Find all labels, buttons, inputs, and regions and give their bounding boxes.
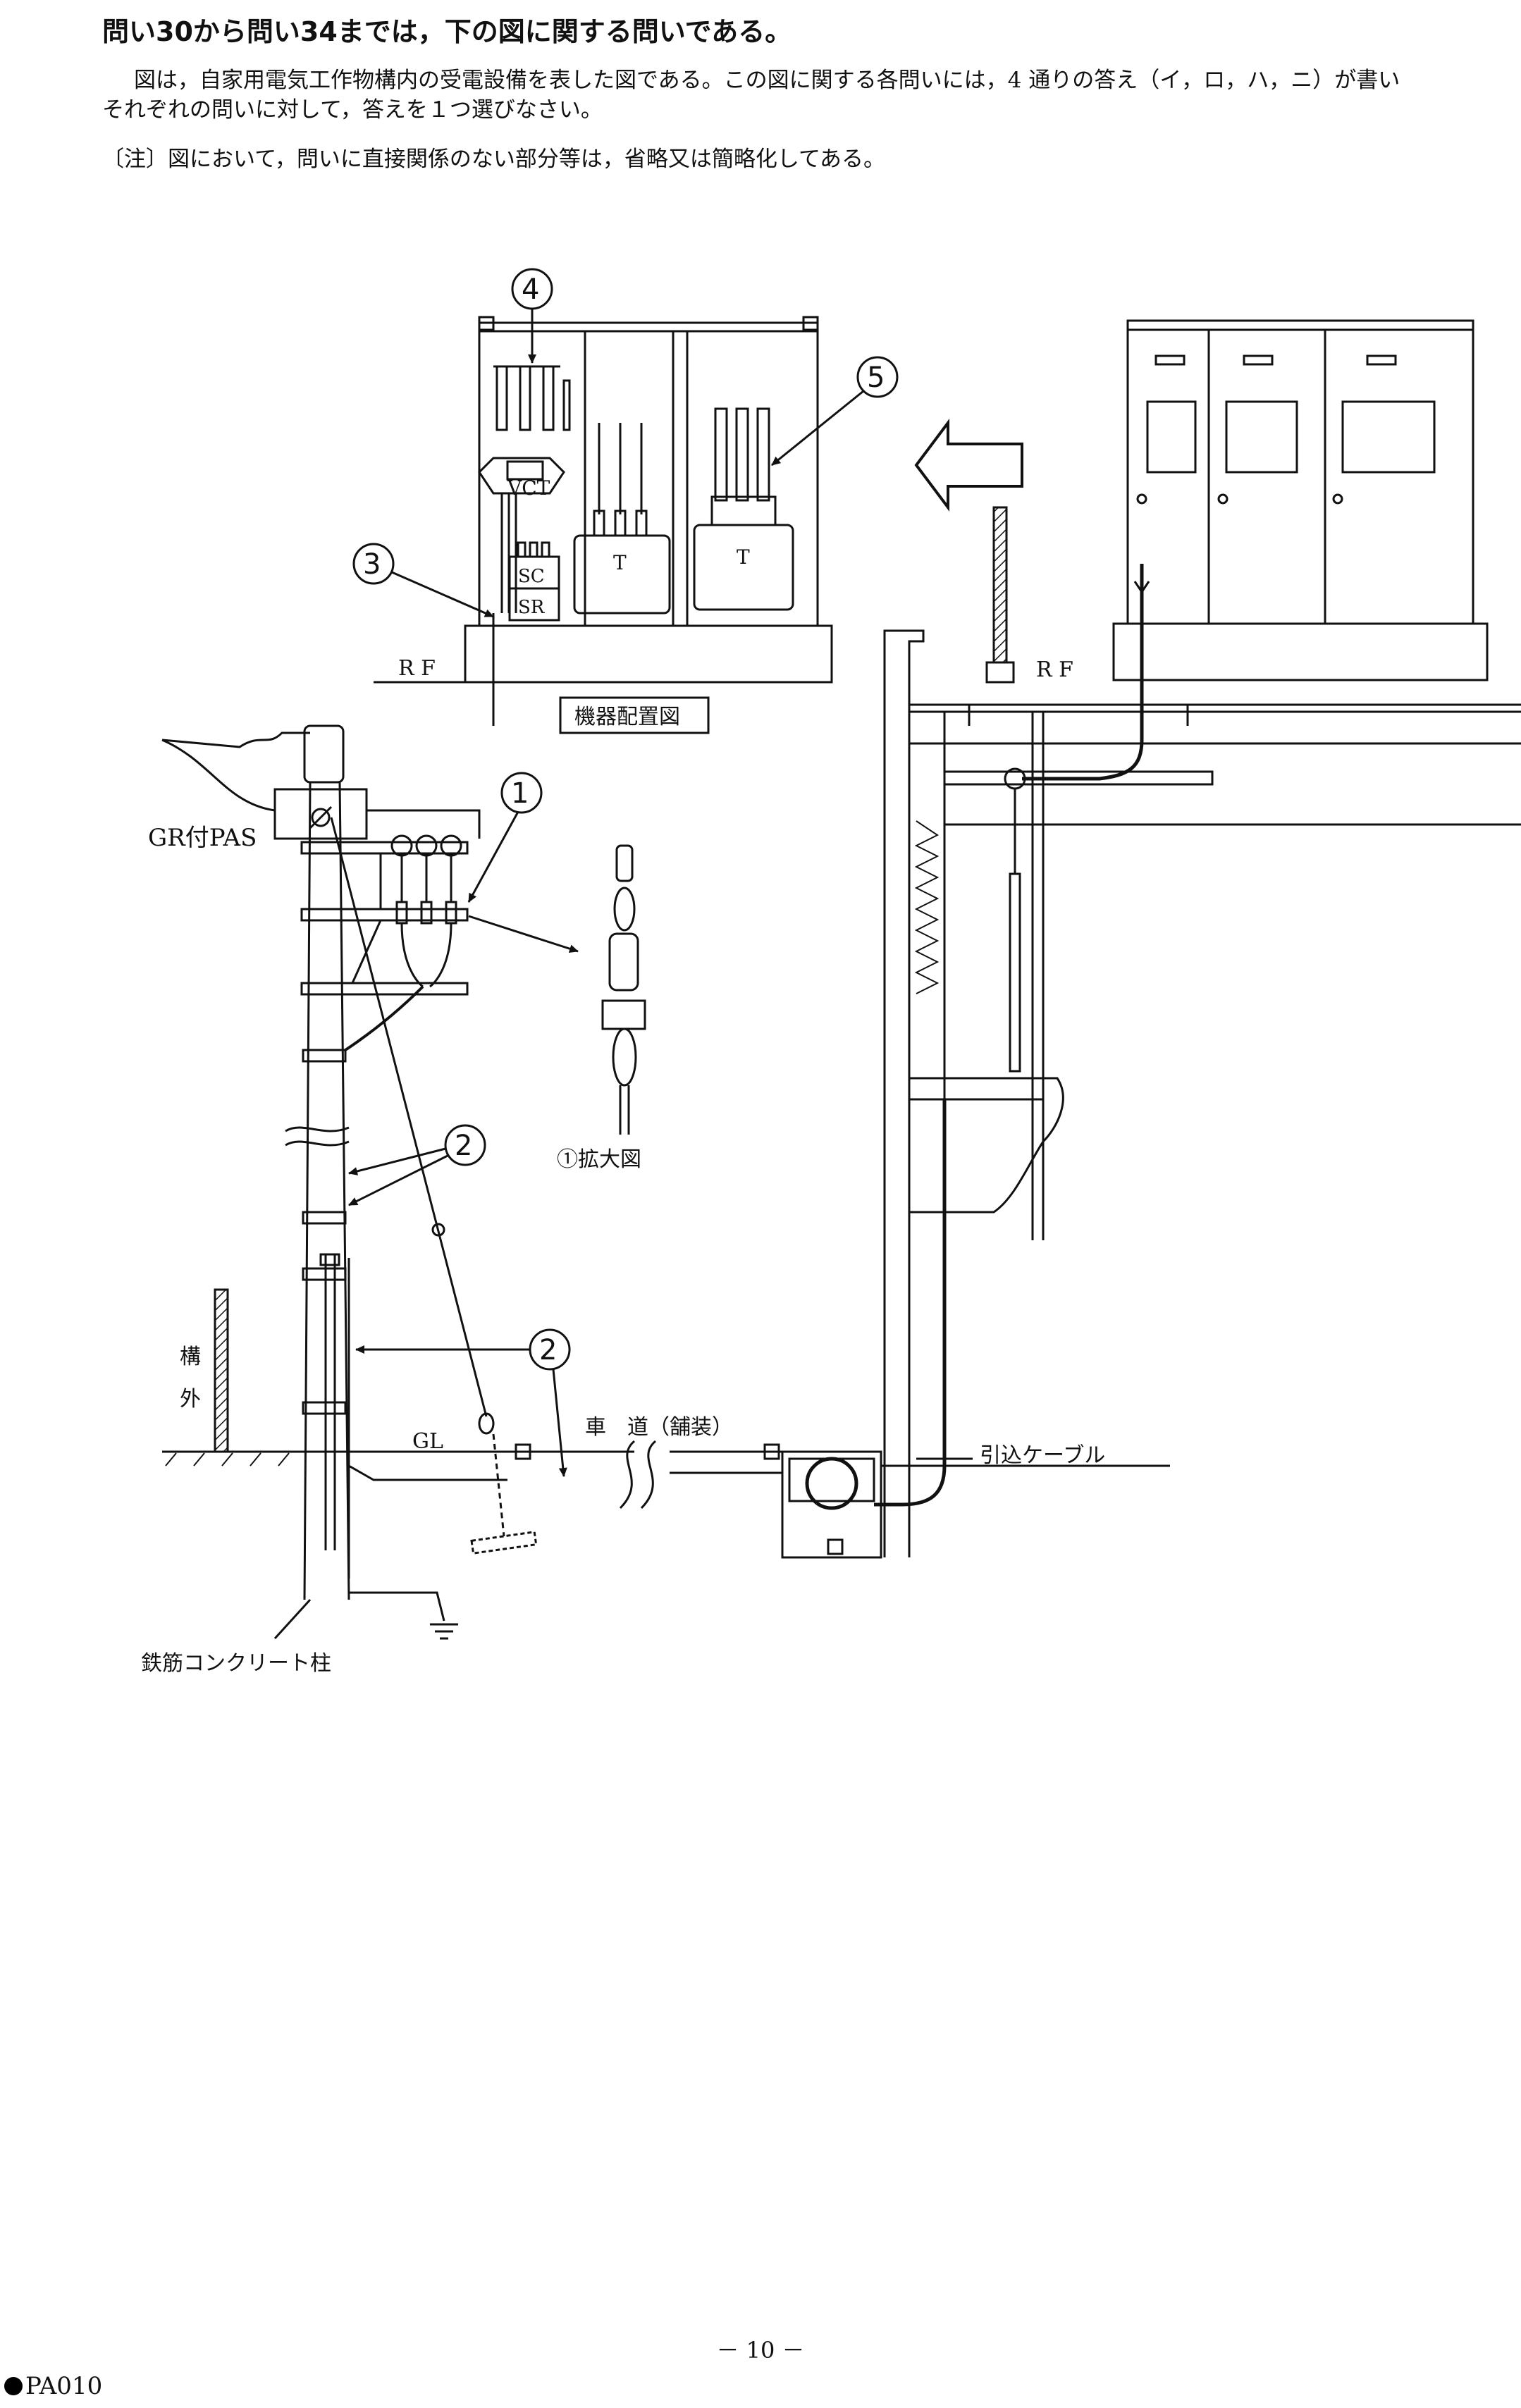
road-label: 車 道（舗装） [585, 1415, 733, 1440]
gr-pas-label: GR付PAS [148, 824, 257, 852]
building-structure [883, 629, 1521, 1557]
cubicle-layout: VCT SC SR T [374, 316, 833, 734]
enlarged-label: ①拡大図 [557, 1147, 641, 1172]
svg-text:2: 2 [539, 1334, 557, 1366]
vct-label: VCT [507, 476, 550, 500]
cable-head-enlarged [601, 844, 646, 1135]
intro-line-1: 図は，自家用電気工作物構内の受電設備を表した図である。この図に関する各問いには，… [134, 68, 1400, 93]
building-cubicles [1112, 319, 1489, 681]
question-heading: 問い30から問い34までは，下の図に関する問いである。 [102, 16, 792, 47]
t1-label: T [613, 551, 627, 574]
t2-label: T [737, 545, 750, 569]
marker-2-lower: 2 [355, 1328, 571, 1477]
sr-label: SR [518, 597, 546, 618]
transformer-1: T [573, 423, 671, 615]
marker-5: 5 [771, 356, 899, 467]
layout-caption: 機器配置図 [574, 705, 680, 729]
page-number: － 10 － [716, 2337, 805, 2364]
bullet-icon [4, 2377, 23, 2395]
rf-label-left: R F [398, 656, 436, 681]
marker-1: 1 [467, 772, 543, 903]
cable-lower [874, 1099, 947, 1507]
outside-label: 構 [180, 1345, 201, 1369]
transformer-2: T [693, 407, 794, 611]
intro-line-2: それぞれの問いに対して，答えを１つ選びなさい。 [102, 97, 603, 123]
marker-2-upper: 2 [348, 1124, 486, 1206]
note-text: 〔注〕図において，問いに直接関係のない部分等は，省略又は簡略化してある。 [102, 147, 886, 172]
outside-fence [214, 1288, 229, 1453]
pas-switch [161, 731, 368, 840]
svg-text:1: 1 [511, 777, 529, 810]
sc-sr-unit: SC SR [508, 541, 560, 622]
fence-roof [992, 506, 1008, 664]
svg-text:3: 3 [363, 548, 381, 581]
marker-4: 4 [511, 268, 553, 364]
ground-hatching [165, 1452, 290, 1467]
left-arrow-icon [914, 419, 1023, 512]
rf-label-right: R F [1036, 657, 1073, 682]
cable-heads [344, 809, 481, 1051]
outside-label-2: 外 [180, 1387, 201, 1412]
marker-3: 3 [352, 543, 494, 618]
page-code-text: PA010 [25, 2372, 103, 2400]
svg-text:2: 2 [455, 1130, 472, 1162]
cable-upper [1022, 564, 1144, 781]
fuse-set [493, 365, 571, 431]
sc-label: SC [518, 566, 545, 587]
page-code: PA010 [4, 2372, 102, 2400]
vct-box: VCT [478, 457, 565, 500]
lead-in-cable-label: 引込ケーブル [980, 1443, 1105, 1468]
gl-label: GL [412, 1429, 443, 1454]
concrete-pole [285, 724, 507, 1640]
svg-text:5: 5 [867, 362, 885, 394]
handhole [781, 1450, 882, 1559]
pole-label: 鉄筋コンクリート柱 [141, 1651, 331, 1676]
svg-text:4: 4 [522, 273, 539, 306]
